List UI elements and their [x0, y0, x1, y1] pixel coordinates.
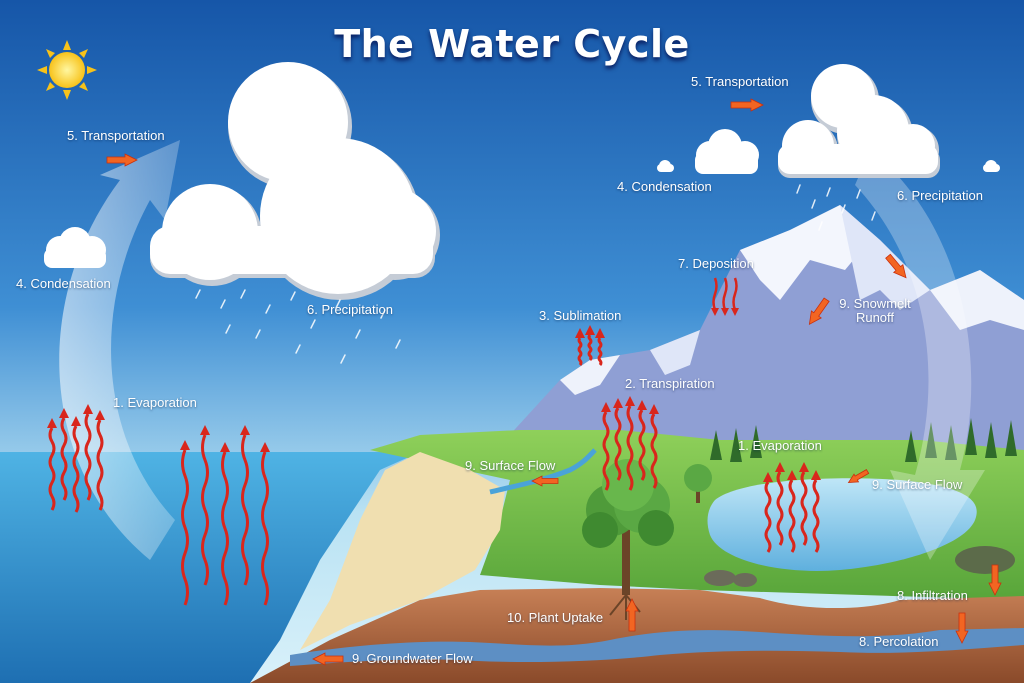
lake: [707, 478, 977, 571]
label-condensation-right: 4. Condensation: [617, 179, 712, 194]
wavy-arrow-icon: [575, 328, 585, 366]
label-snowmelt-line1: 9. Snowmelt: [839, 296, 911, 311]
label-snowmelt-line2: Runoff: [855, 310, 895, 325]
cloud-icon: [150, 62, 440, 300]
beach: [300, 452, 505, 650]
wavy-arrow-icon: [763, 472, 773, 553]
label-evaporation-left: 1. Evaporation: [113, 395, 197, 410]
label-transpiration: 2. Transpiration: [625, 376, 715, 391]
cycle-arrow-right: [855, 150, 985, 560]
wavy-arrow-icon: [240, 425, 250, 586]
cloud-icon: [695, 129, 759, 174]
wavy-arrow-icon: [260, 442, 270, 606]
wavy-arrow-icon: [71, 416, 81, 513]
wavy-arrow-icon: [787, 470, 797, 553]
wavy-arrow-icon: [601, 402, 611, 491]
label-transportation-right: 5. Transportation: [691, 74, 789, 89]
arrow-icon: [730, 98, 764, 112]
cloud-icon: [983, 160, 1000, 172]
forest: [710, 418, 1017, 462]
cloud-icon: [778, 64, 940, 178]
label-precipitation-left: 6. Precipitation: [307, 302, 393, 317]
label-groundwater-flow: 9. Groundwater Flow: [352, 651, 473, 666]
flow-arrows: [106, 98, 1002, 666]
wavy-arrow-icon: [47, 418, 57, 511]
arrow-icon: [988, 564, 1002, 596]
tree-icon: [582, 459, 674, 620]
river: [489, 448, 597, 495]
evaporation-arrows: [47, 277, 821, 606]
small-tree-icon: [684, 464, 712, 503]
arrow-icon: [808, 297, 830, 326]
rain-icon: [195, 289, 401, 364]
label-evaporation-lake: 1. Evaporation: [738, 438, 822, 453]
wavy-arrow-icon: [649, 404, 659, 489]
arrow-icon: [955, 612, 969, 644]
wavy-arrow-icon: [59, 408, 69, 501]
wavy-arrow-icon: [95, 410, 105, 511]
wavy-arrow-icon: [625, 396, 635, 491]
label-surface-flow-right: 9. Surface Flow: [872, 477, 963, 492]
arrow-icon: [885, 253, 907, 279]
groundwater: [290, 628, 1024, 666]
wavy-arrow-icon: [83, 404, 93, 501]
page-title: The Water Cycle: [334, 22, 690, 66]
label-transportation-left: 5. Transportation: [67, 128, 165, 143]
wavy-arrow-icon: [721, 277, 729, 316]
cloud-icon: [44, 227, 106, 268]
label-condensation-left: 4. Condensation: [16, 276, 111, 291]
wavy-arrow-icon: [637, 400, 647, 481]
rain-icon: [796, 184, 876, 231]
wavy-arrow-icon: [775, 462, 785, 546]
wavy-arrow-icon: [613, 398, 623, 481]
rocks: [704, 546, 1015, 587]
label-precipitation-right: 6. Precipitation: [897, 188, 983, 203]
label-percolation: 8. Percolation: [859, 634, 939, 649]
wavy-arrow-icon: [731, 277, 739, 316]
label-surface-flow-left: 9. Surface Flow: [465, 458, 556, 473]
wavy-arrow-icon: [799, 462, 809, 546]
label-deposition: 7. Deposition: [678, 256, 754, 271]
wavy-arrow-icon: [595, 328, 605, 366]
arrow-icon: [106, 153, 138, 167]
wavy-arrow-icon: [811, 470, 821, 553]
arrow-icon: [625, 598, 639, 632]
label-sublimation: 3. Sublimation: [539, 308, 622, 323]
arrow-icon: [312, 652, 344, 666]
wavy-arrow-icon: [200, 425, 210, 586]
sun-icon: [37, 40, 97, 100]
cloud-icon: [657, 160, 674, 172]
label-infiltration: 8. Infiltration: [897, 588, 968, 603]
wavy-arrow-icon: [585, 325, 595, 362]
label-plant-uptake: 10. Plant Uptake: [507, 610, 604, 625]
label-snowmelt: 9. Snowmelt Runoff: [838, 297, 912, 325]
wavy-arrow-icon: [220, 442, 230, 606]
arrow-icon: [847, 469, 870, 483]
wavy-arrow-icon: [711, 277, 719, 316]
arrow-icon: [531, 475, 559, 487]
wavy-arrow-icon: [180, 440, 190, 606]
